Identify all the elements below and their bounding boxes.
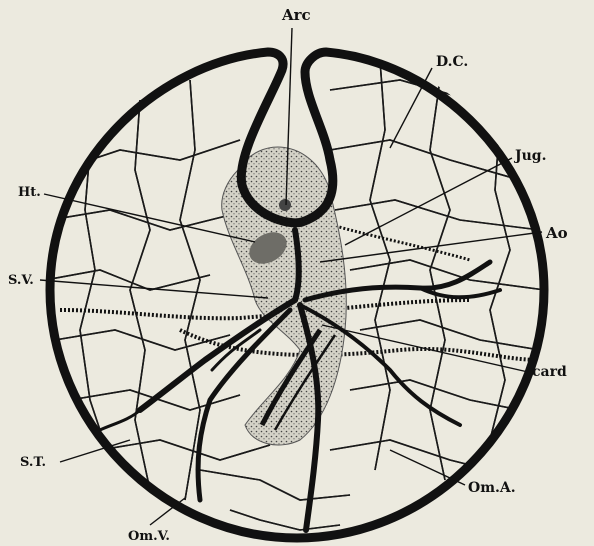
label-ht: Ht. xyxy=(18,185,41,200)
label-dc: D.C. xyxy=(436,54,468,70)
label-sv: S.V. xyxy=(8,273,34,288)
label-ao: Ao xyxy=(545,224,568,242)
label-arc: Arc xyxy=(281,6,311,24)
label-jug: Jug. xyxy=(513,148,546,164)
label-st: S.T. xyxy=(20,455,46,470)
label-omv: Om.V. xyxy=(128,529,170,544)
label-card: card xyxy=(532,364,567,380)
label-oma: Om.A. xyxy=(468,480,516,496)
